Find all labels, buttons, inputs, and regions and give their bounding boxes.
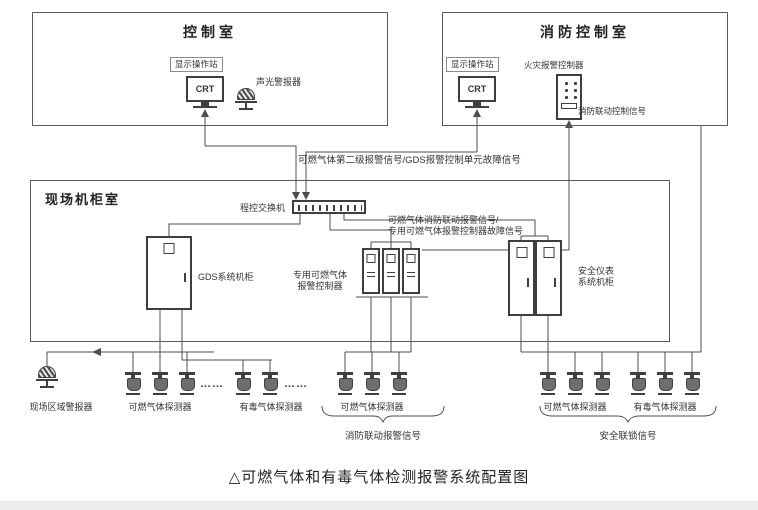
pbx-switch-icon [292,200,366,214]
alarm-dome [38,366,56,378]
control-room-box: 控制室 [32,12,388,126]
control-room-title: 控制室 [183,24,237,40]
crt-screen: CRT [458,76,496,102]
alarm-dome [237,88,255,100]
gas-detector-icon [657,372,673,396]
alarm-foot [40,386,54,388]
field-cabinet-room-title: 现场机柜室 [45,192,121,207]
gas-alarm-controller-unit [402,248,420,294]
safety-cabinet-icon [508,240,535,316]
gas-detector-icon [337,372,353,396]
gas-detector-icon [594,372,610,396]
diagram-caption: △可燃气体和有毒气体检测报警系统配置图 [228,469,530,486]
detector-group-label: 有毒气体探测器 [239,402,303,412]
gas-alarm-controller-unit [362,248,380,294]
fire-control-room-box: 消防控制室 [442,12,728,126]
alarm-foot [239,108,253,110]
crt-base [465,106,489,108]
field-area-alarm-icon [36,366,58,390]
gas-detector-icon [125,372,141,396]
crt-screen: CRT [186,76,224,102]
fire-controller-indicators [561,79,577,100]
gas-detector-icon [684,372,700,396]
detector-group-label: 可燃气体探测器 [340,402,404,412]
field-area-alarm-label: 现场区域警报器 [29,402,93,412]
fire-alarm-controller-icon [556,74,582,120]
pbx-switch-label: 程控交换机 [240,203,286,213]
crt-monitor-icon: CRT [186,76,224,108]
ellipsis-dots: …… [284,378,308,390]
field-cabinet-room-box: 现场机柜室 [30,180,670,342]
av-alarm-icon [235,88,257,112]
gas-detector-icon [567,372,583,396]
gas-controller-label: 专用可燃气体 报警控制器 [292,270,347,291]
fire-controller-panel [561,103,577,109]
alarm-stand [245,103,247,108]
gas-alarm-controller-unit [382,248,400,294]
second-level-alarm-signal-label: 可燃气体第二级报警信号/GDS报警控制单元故障信号 [298,155,521,166]
detector-group-label: 可燃气体探测器 [128,402,192,412]
gas-detector-icon [262,372,278,396]
operator-station-label-fire: 显示操作站 [446,57,499,72]
av-alarm-label: 声光警报器 [256,77,302,87]
ellipsis-dots: …… [200,378,224,390]
fire-linkage-alarm-signal-label: 消防联动报警信号 [344,431,421,442]
gas-detector-icon [540,372,556,396]
alarm-stand [46,381,48,386]
gas-detector-icon [235,372,251,396]
crt-stand [473,102,481,106]
bottom-strip [0,501,758,510]
fire-linkage-control-signal-label: 消防联动控制信号 [578,106,647,116]
detector-group-label: 有毒气体探测器 [633,402,697,412]
crt-base [193,106,217,108]
crt-monitor-icon-fire: CRT [458,76,496,108]
gds-cabinet-label: GDS系统机柜 [198,272,254,282]
fire-alarm-controller-label: 火灾报警控制器 [524,60,584,70]
safety-cabinet-icon [535,240,562,316]
detector-group-label: 可燃气体探测器 [543,402,607,412]
gas-detector-icon [630,372,646,396]
gas-detector-icon [152,372,168,396]
alarm-base [235,101,257,103]
gas-detector-icon [179,372,195,396]
fire-control-room-title: 消防控制室 [540,24,630,40]
gas-detector-icon [391,372,407,396]
gas-detector-icon [364,372,380,396]
gds-cabinet-icon [146,236,192,310]
safety-interlock-signal-label: 安全联锁信号 [599,431,657,442]
safety-cabinet-label: 安全仪表 系统机柜 [577,266,614,287]
operator-station-label: 显示操作站 [170,57,223,72]
crt-stand [201,102,209,106]
alarm-base [36,379,58,381]
fire-linkage-fault-signal-label: 可燃气体消防联动报警信号/ 专用可燃气体报警控制器故障信号 [388,215,524,236]
